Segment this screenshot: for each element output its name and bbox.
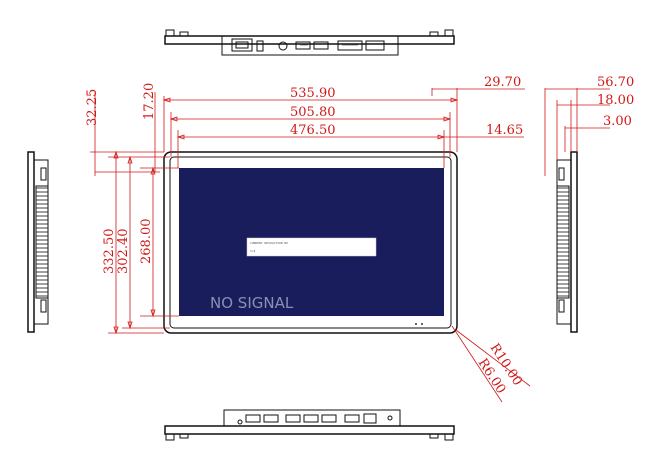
- dim-side-depth: 29.70: [484, 75, 521, 90]
- dim-side-panel: 18.00: [597, 93, 634, 108]
- dimension-lines: [90, 88, 610, 403]
- dim-bezel-height: 302.40: [116, 229, 131, 275]
- left-side-view: [27, 151, 49, 333]
- dialog-line-2: 1/4: [250, 249, 256, 253]
- dim-side-total: 56.70: [597, 75, 634, 90]
- dim-active-width: 476.50: [290, 123, 336, 138]
- dim-active-height: 268.00: [139, 219, 154, 265]
- info-dialog: [246, 237, 377, 257]
- bottom-view: [164, 409, 455, 441]
- front-view: CURRENT RESOLUTION NO 1/4 NO SIGNAL: [163, 151, 458, 334]
- right-side-view: [556, 151, 578, 333]
- dim-outer-height: 332.50: [102, 229, 117, 275]
- dim-top-offset-2: 17.20: [142, 83, 157, 120]
- dim-outer-width: 535.90: [290, 86, 336, 101]
- dim-front-margin: 14.65: [486, 123, 523, 138]
- dialog-line-1: CURRENT RESOLUTION NO: [250, 241, 288, 245]
- dim-bezel-width: 505.80: [290, 105, 336, 120]
- no-signal-label: NO SIGNAL: [210, 294, 294, 312]
- dim-side-thickness: 3.00: [603, 114, 632, 129]
- top-view: [164, 29, 455, 56]
- dim-top-offset-1: 32.25: [85, 89, 100, 126]
